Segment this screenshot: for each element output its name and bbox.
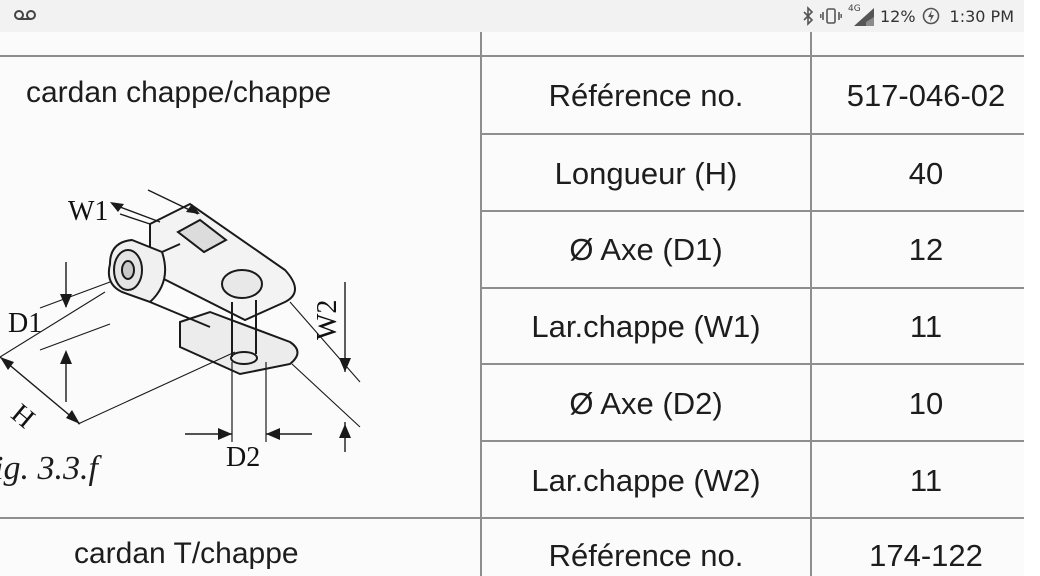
battery-percent: 12% [879, 6, 916, 26]
table-column-rule [480, 32, 482, 576]
document-photo: cardan chappe/chappe [0, 32, 1024, 576]
row-label: Lar.chappe (W2) [531, 463, 761, 498]
row-label: Longueur (H) [554, 156, 738, 191]
table-rule-section [0, 517, 1024, 519]
status-icons: 4G 12% 1:30 PM [802, 0, 1014, 32]
table-rule [482, 440, 1024, 442]
row-value: 517-046-02 [846, 78, 1006, 113]
row-label: Lar.chappe (W1) [531, 309, 761, 344]
battery-charging-icon [922, 7, 939, 25]
row-label: Référence no. [548, 538, 744, 573]
row-label: Ø Axe (D1) [569, 232, 723, 267]
network-type-label: 4G [847, 4, 861, 14]
dimension-label-d2: D2 [226, 442, 260, 473]
row-value: 40 [908, 156, 944, 191]
section1-title: cardan chappe/chappe [26, 76, 332, 109]
clevis-joint-drawing: W1 D1 D2 H W2 [0, 189, 361, 473]
voicemail-icon [14, 10, 36, 20]
bluetooth-icon [803, 6, 814, 26]
figure-caption: ig. 3.3.f [0, 450, 98, 487]
table-rule [482, 210, 1024, 212]
table-column-rule [810, 32, 812, 576]
row-label: Ø Axe (D2) [569, 386, 723, 421]
section2-title: cardan T/chappe [74, 537, 299, 570]
signal-group: 4G [847, 4, 874, 26]
table-rule [482, 363, 1024, 365]
status-bar: 4G 12% 1:30 PM [0, 0, 1024, 32]
row-label: Référence no. [548, 78, 744, 113]
table-rule [482, 133, 1024, 135]
row-value: 174-122 [869, 538, 983, 573]
signal-icon [853, 8, 874, 26]
table-rule [482, 287, 1024, 289]
clock: 1:30 PM [949, 6, 1014, 26]
dimension-label-h: H [5, 398, 40, 435]
table-rule-top [0, 55, 1024, 57]
vibrate-icon [820, 8, 842, 24]
row-value: 11 [909, 309, 943, 344]
dimension-label-w2: W2 [312, 300, 343, 340]
dimension-label-w1: W1 [68, 196, 108, 227]
row-value: 10 [908, 386, 944, 421]
dimension-label-d1: D1 [8, 308, 42, 339]
row-value: 11 [909, 463, 943, 498]
row-value: 12 [908, 232, 944, 267]
